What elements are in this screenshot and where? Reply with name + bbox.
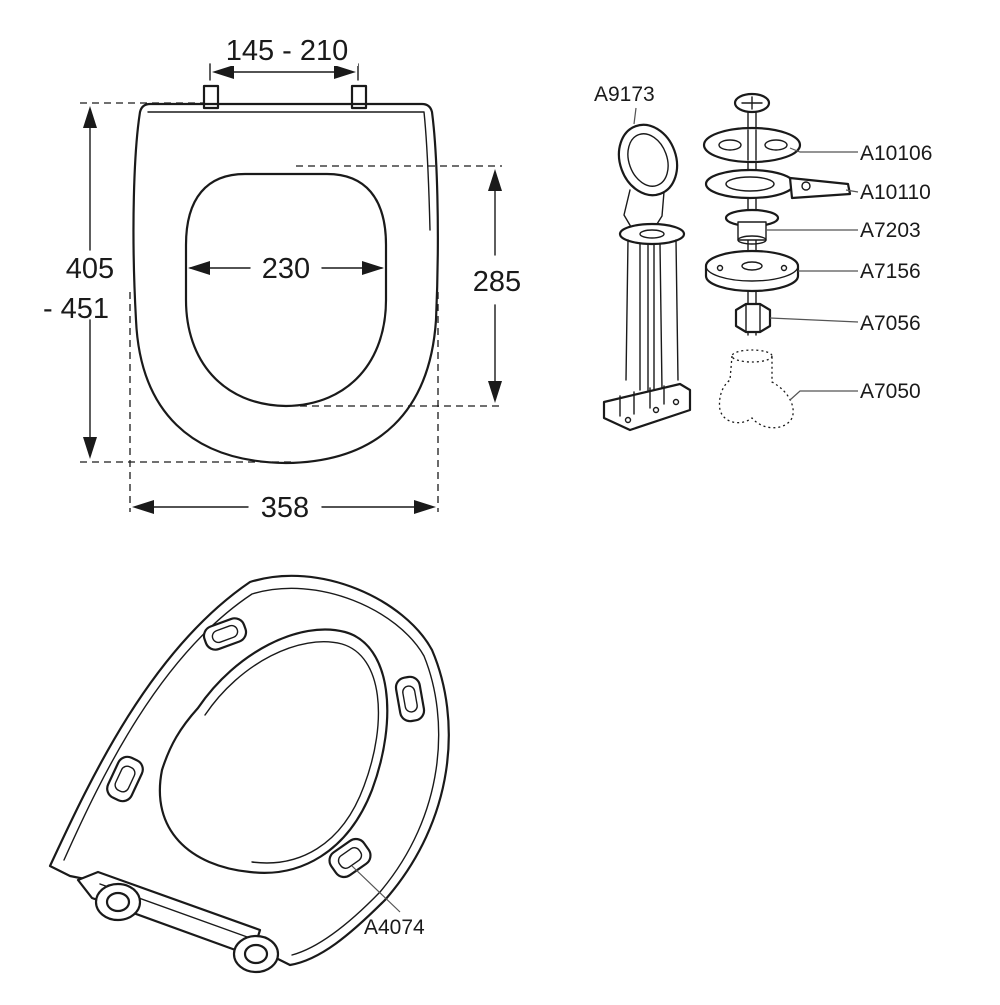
part-label-a4074: A4074	[364, 916, 425, 939]
leader-a10106	[789, 147, 858, 153]
hinge-assembly	[76, 870, 280, 974]
bumper-a4074	[328, 837, 372, 879]
leader-a4074	[351, 865, 401, 913]
seat-rim-line	[147, 111, 431, 231]
seat-underside-view: A4074	[48, 574, 450, 974]
dimension-overall-length: 405 - 451	[43, 106, 114, 459]
hinge-pin-right	[350, 84, 368, 110]
dimension-overall-width: 358	[132, 492, 436, 524]
part-a7156-flange	[704, 249, 800, 293]
bumper-left	[106, 755, 144, 803]
part-label-a7203: A7203	[860, 219, 921, 242]
leader-a9173	[633, 107, 637, 125]
leader-a7056	[769, 317, 859, 323]
dimension-opening-width: 230	[188, 253, 384, 285]
fixing-kit: A9173 A10106 A10110 A7203 A7156 A7056 A7…	[594, 83, 932, 432]
opening-width-label: 230	[262, 253, 310, 285]
underside-rim-line	[63, 587, 440, 956]
leader-a10110	[845, 189, 859, 193]
part-a9173-bracket	[602, 123, 692, 432]
seat-outline	[132, 102, 439, 465]
underside-opening	[158, 628, 389, 874]
hinge-pin-left	[202, 84, 220, 110]
part-label-a10106: A10106	[860, 142, 932, 165]
part-a7050-fixing	[718, 349, 794, 429]
hinge-spacing-label: 145 - 210	[226, 35, 349, 67]
part-label-a7156: A7156	[860, 260, 921, 283]
length-label-top: 405	[66, 253, 114, 285]
dimension-opening-length: 285	[473, 169, 521, 403]
part-a10110-plate	[704, 168, 852, 200]
part-a10106-washer	[702, 126, 802, 164]
underside-outer-outline	[48, 574, 450, 967]
part-label-a10110: A10110	[860, 181, 931, 204]
part-label-a7056: A7056	[860, 312, 921, 335]
part-a7203-spacer	[724, 208, 780, 245]
part-label-a9173: A9173	[594, 83, 655, 106]
bumper-right	[394, 675, 426, 723]
part-a7056-nut	[734, 302, 772, 334]
opening-length-label: 285	[473, 266, 521, 298]
length-label-bottom: - 451	[43, 293, 109, 325]
seat-top-view: 145 - 210 405 - 451 230 285	[43, 34, 521, 524]
overall-width-label: 358	[261, 492, 309, 524]
leader-a7050	[789, 390, 858, 401]
dimension-hinge-spacing: 145 - 210	[209, 34, 359, 81]
bumper-top-left	[202, 617, 248, 651]
part-label-a7050: A7050	[860, 380, 921, 403]
seat-opening	[184, 172, 388, 408]
